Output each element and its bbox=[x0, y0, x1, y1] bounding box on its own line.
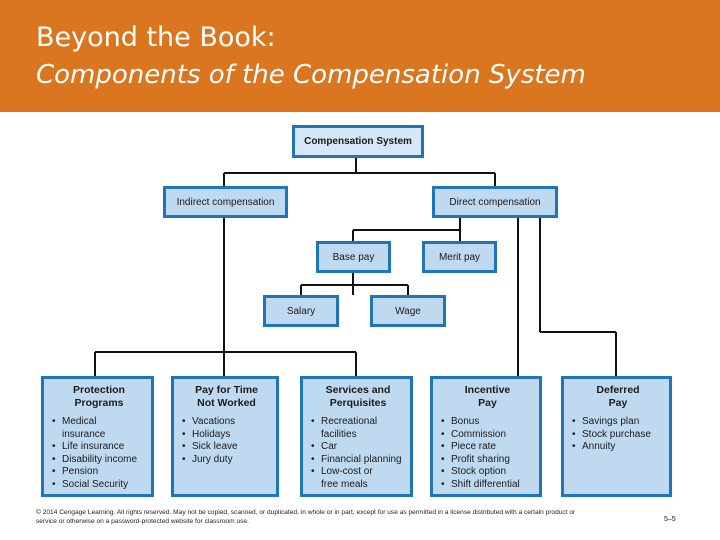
list-item: Shift differential bbox=[441, 479, 534, 492]
list-item: Disability income bbox=[52, 454, 146, 467]
category-protection-programs: Protection Programs Medical insurance Li… bbox=[41, 376, 154, 497]
category-services-and-perquisites: Services and Perquisites Recreational fa… bbox=[300, 376, 413, 497]
direct-compensation-box: Direct compensation bbox=[432, 186, 558, 218]
category-title: Incentive Pay bbox=[464, 384, 511, 409]
wage-box: Wage bbox=[370, 295, 446, 327]
list-item: Social Security bbox=[52, 479, 146, 492]
merit-pay-box: Merit pay bbox=[422, 241, 497, 273]
list-item: Medical insurance bbox=[52, 416, 146, 441]
title-banner: Beyond the Book: Components of the Compe… bbox=[0, 0, 720, 112]
slide-title: Beyond the Book: bbox=[36, 22, 276, 53]
category-items: Bonus Commission Piece rate Profit shari… bbox=[441, 416, 534, 492]
category-incentive-pay: Incentive Pay Bonus Commission Piece rat… bbox=[430, 376, 542, 497]
list-item: Sick leave bbox=[182, 441, 271, 454]
list-item: Holidays bbox=[182, 429, 271, 442]
category-items: Medical insurance Life insurance Disabil… bbox=[52, 416, 146, 492]
list-item: Financial planning bbox=[311, 454, 405, 467]
category-title: Pay for Time Not Worked bbox=[195, 384, 258, 409]
list-item: Annuity bbox=[572, 441, 664, 454]
list-item: Car bbox=[311, 441, 405, 454]
list-item: Stock option bbox=[441, 466, 534, 479]
root-compensation-system-box: Compensation System bbox=[292, 125, 424, 158]
page-number: 5–5 bbox=[664, 516, 676, 523]
category-title: Services and Perquisites bbox=[325, 384, 391, 409]
salary-box: Salary bbox=[263, 295, 339, 327]
category-items: Vacations Holidays Sick leave Jury duty bbox=[182, 416, 271, 466]
category-title: Protection Programs bbox=[73, 384, 125, 409]
list-item: Vacations bbox=[182, 416, 271, 429]
category-items: Savings plan Stock purchase Annuity bbox=[572, 416, 664, 454]
list-item: Pension bbox=[52, 466, 146, 479]
category-deferred-pay: Deferred Pay Savings plan Stock purchase… bbox=[561, 376, 672, 497]
category-items: Recreational facilities Car Financial pl… bbox=[311, 416, 405, 492]
list-item: Jury duty bbox=[182, 454, 271, 467]
list-item: Piece rate bbox=[441, 441, 534, 454]
list-item: Savings plan bbox=[572, 416, 664, 429]
list-item: Profit sharing bbox=[441, 454, 534, 467]
category-title: Deferred Pay bbox=[596, 384, 640, 409]
indirect-compensation-box: Indirect compensation bbox=[163, 186, 288, 218]
list-item: Recreational facilities bbox=[311, 416, 405, 441]
category-pay-for-time-not-worked: Pay for Time Not Worked Vacations Holida… bbox=[171, 376, 279, 497]
slide-subtitle: Components of the Compensation System bbox=[36, 60, 586, 90]
copyright-notice: © 2014 Cengage Learning. All rights rese… bbox=[36, 509, 576, 525]
list-item: Bonus bbox=[441, 416, 534, 429]
list-item: Low-cost or free meals bbox=[311, 466, 405, 491]
list-item: Life insurance bbox=[52, 441, 146, 454]
list-item: Stock purchase bbox=[572, 429, 664, 442]
base-pay-box: Base pay bbox=[316, 241, 391, 273]
list-item: Commission bbox=[441, 429, 534, 442]
